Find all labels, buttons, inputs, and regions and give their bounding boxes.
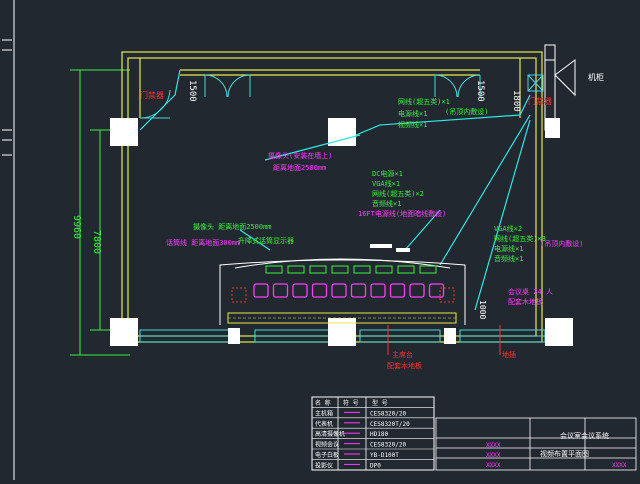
label-bottom-c1: 主席台 (392, 350, 413, 359)
legend-name: 投影仪 (315, 461, 333, 469)
desk-unit (265, 265, 283, 274)
label-center-2: VGA线×1 (372, 179, 400, 188)
label-cam-top-note: (吊顶内敷设) (445, 107, 488, 116)
label-left-lower-1: 摄像头 距离地面2500mm (193, 222, 272, 231)
chair (389, 283, 406, 298)
legend-model: CES8320/20 (370, 442, 407, 449)
legend-model: CES8320/20 (370, 410, 407, 417)
legend-model: YB-D100T (370, 452, 399, 459)
label-right-mid-3: 电源线×1 (494, 244, 523, 253)
label-cam-top-2: 电源线×1 (398, 109, 427, 118)
title-project: 会议室会议系统 (560, 431, 609, 440)
legend-name: 视频会议 (315, 441, 339, 449)
label-left-lower-2: 话筒线 距离地面300mm (166, 238, 240, 247)
label-seat-note-2: 配套木地板 (508, 297, 543, 306)
chair (272, 283, 289, 298)
desk-unit (331, 265, 349, 274)
chair (350, 283, 367, 298)
legend-name: 主机箱 (315, 409, 333, 417)
dimension-left (70, 69, 130, 356)
legend-name: 电子白板 (315, 451, 339, 459)
dim-window-right: 1800 (511, 90, 521, 112)
title-code-c: XXXX (486, 462, 501, 469)
legend-header: 符 号 (343, 399, 359, 407)
desk-unit (419, 265, 437, 274)
label-right-mid-2: 网线(超五类)×3 (494, 234, 546, 243)
top-doors (204, 74, 481, 98)
title-code-a: XXXX (486, 442, 501, 449)
chair (331, 283, 347, 298)
dim-inner-height: 7800 (91, 230, 102, 254)
label-right-mid-5: 音频线×1 (494, 254, 523, 263)
legend-header: 名 称 (315, 399, 331, 407)
presentation-area (219, 258, 466, 325)
label-right-door: 门禁器 (528, 96, 552, 106)
chair (409, 283, 425, 298)
display-symbols (370, 244, 410, 252)
label-right-top: 机柜 (588, 72, 604, 82)
chairs (253, 283, 445, 298)
title-block (435, 417, 637, 471)
right-shaft (527, 44, 576, 131)
chair (292, 283, 308, 298)
left-ruler (2, 0, 15, 480)
label-cam-top-1: 网线(超五类)×1 (398, 97, 450, 106)
label-center-4: 音频线×1 (372, 199, 401, 208)
title-code-d: XXXX (612, 462, 627, 469)
cable-runs (139, 69, 531, 311)
desk-unit (287, 265, 305, 274)
desk-unit (375, 265, 393, 274)
legend-name: 高清摄像机 (315, 430, 345, 438)
desk-unit (397, 265, 415, 274)
label-seat-note-1: 会议桌 24 人 (508, 287, 553, 296)
label-mid-left-2: 距离地面2500mm (273, 163, 326, 172)
dim-door-right: 1500 (475, 80, 485, 102)
chair (311, 283, 328, 298)
legend-name: 代表机 (315, 420, 333, 428)
desk-units (265, 265, 437, 274)
chair (428, 283, 445, 298)
legend-header: 型 号 (372, 399, 388, 407)
label-cam-top-3: 视频线×1 (398, 120, 427, 129)
dim-overall-height: 9960 (71, 215, 82, 239)
desk-unit (353, 265, 371, 274)
label-bottom-c2: 配套木地板 (387, 361, 422, 370)
chair (253, 283, 269, 298)
chair (370, 283, 386, 298)
legend-model: CES8320T/20 (370, 421, 410, 428)
label-center-5: 16FT电源线(地面暗线敷设) (358, 209, 446, 218)
red-markers (231, 287, 501, 355)
label-right-mid-1: VGA线×2 (494, 224, 522, 233)
legend-model: HD180 (370, 431, 388, 438)
label-right-mid-4: (吊顶内敷设) (540, 239, 583, 248)
label-center-3: 网线(超五类)×2 (372, 189, 424, 198)
dim-bottom-small: 1000 (478, 300, 487, 319)
title-drawing: 视频布置平面图 (540, 449, 589, 458)
columns (110, 118, 573, 346)
label-left-lower-3: 升降式话筒显示器 (238, 236, 294, 245)
dim-door-left: 1500 (187, 80, 197, 102)
label-bottom-r: 地插 (502, 350, 516, 359)
desk-unit (309, 265, 327, 274)
label-left-door: 门禁器 (140, 90, 164, 100)
legend-model: DP0 (370, 462, 381, 469)
label-mid-left-1: 摄像头(安装在墙上) (268, 151, 332, 160)
label-center-1: DC电源×1 (372, 169, 403, 178)
title-code-b: XXXX (486, 452, 501, 459)
